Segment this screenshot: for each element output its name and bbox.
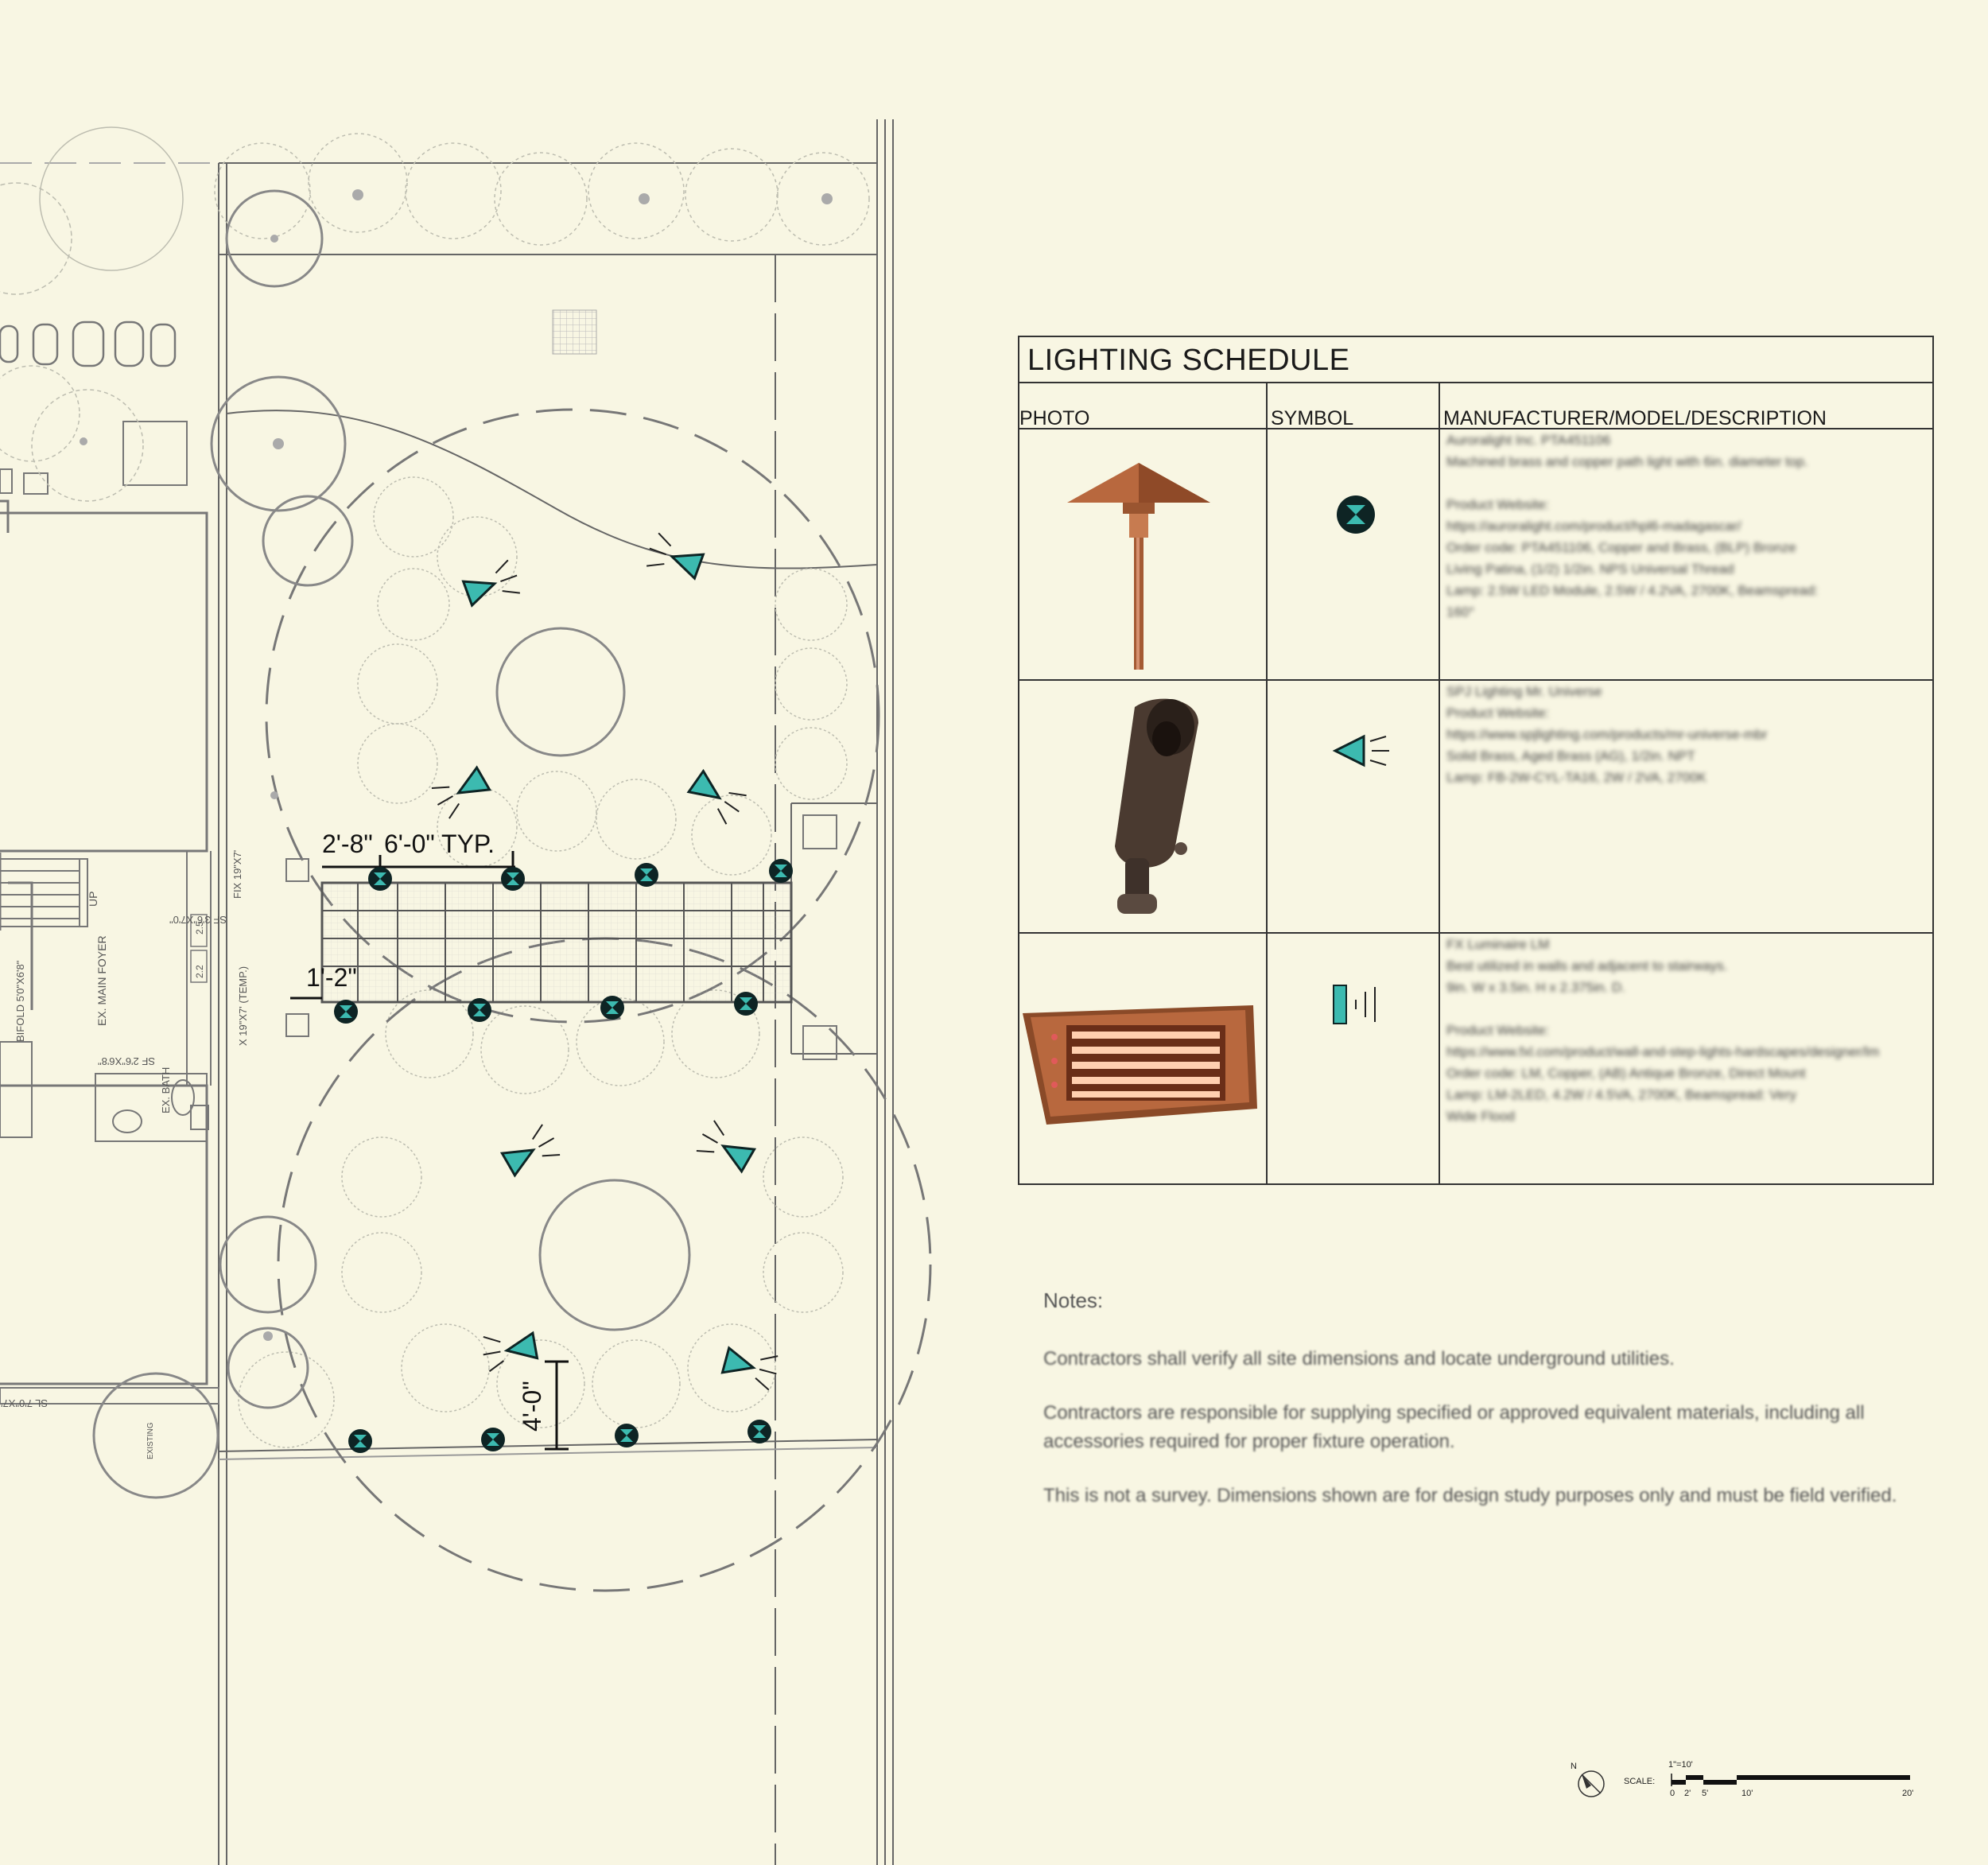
bronze-spotlight-icon (1115, 698, 1198, 914)
spotlight-fixture (686, 768, 747, 825)
scale-bar: SCALE: 1"=10' 0 2' 5' 10' 20' (1624, 1760, 1913, 1798)
table-rule (1019, 932, 1932, 934)
column-header-symbol: SYMBOL (1271, 407, 1354, 429)
grate (552, 309, 597, 355)
copper-step-light-icon (1023, 1005, 1257, 1125)
label-bifold: BIFOLD 5'0"X6'8" (14, 960, 26, 1042)
scale-tick: 5' (1702, 1789, 1708, 1798)
site-plan: 2'-8" 6'-0" TYP. 1'-2" 4'-0" UP EX. MAIN… (0, 119, 932, 1865)
scale-label: SCALE: (1624, 1777, 1655, 1786)
scale-ratio: 1"=10' (1668, 1760, 1693, 1770)
stepping-stones (0, 321, 177, 367)
scale-tick: 20' (1902, 1789, 1913, 1798)
row1-description: Auroralight Inc. PTA451106 Machined bras… (1446, 433, 1819, 620)
label-main-foyer: EX. MAIN FOYER (95, 935, 108, 1026)
label-2-2: 2.2 (194, 965, 205, 978)
table-rule (1266, 382, 1268, 1183)
scale-tick: 2' (1684, 1789, 1691, 1798)
path-light-fixture (734, 992, 758, 1016)
note-item: Contractors are responsible for supplyin… (1043, 1402, 1865, 1452)
path-light-fixture (769, 859, 793, 883)
path-light-fixture (348, 1429, 372, 1453)
note-item: Contractors shall verify all site dimens… (1043, 1348, 1675, 1370)
scale-tick: 10' (1741, 1789, 1753, 1798)
north-arrow-icon: N (1571, 1762, 1605, 1797)
path-light-fixture (334, 1000, 358, 1024)
label-fix: FIX 19"X7' (231, 850, 243, 899)
note-item: This is not a survey. Dimensions shown a… (1043, 1485, 1897, 1506)
label-sl: SL 7'0"X7' (1, 1397, 48, 1409)
row2-description: SPJ Lighting Mr. Universe Product Websit… (1446, 684, 1768, 785)
spotlight-fixture (483, 1331, 539, 1373)
table-rule (1439, 382, 1440, 1183)
path-light-fixture (747, 1420, 771, 1443)
path-light-fixture (368, 867, 392, 891)
label-up: UP (87, 892, 99, 907)
step-light-symbol-icon (1333, 985, 1376, 1024)
path-light-fixture (468, 998, 491, 1022)
schedule-title: LIGHTING SCHEDULE (1027, 344, 1350, 377)
stairs (0, 858, 80, 927)
notes-title: Notes: (1043, 1288, 1104, 1312)
label-sf1: SF 3'6"X7'0" (169, 914, 227, 926)
label-existing: EXISTING (146, 1422, 155, 1459)
spotlight-fixtures (431, 532, 779, 1391)
path-light-fixtures (334, 859, 793, 1453)
column-header-description: MANUFACTURER/MODEL/DESCRIPTION (1443, 407, 1827, 429)
label-2-5: 2.5 (194, 921, 205, 934)
spotlight-fixture (461, 559, 520, 608)
spotlight-fixture (720, 1346, 779, 1391)
path-light-fixture (635, 863, 658, 887)
tree-centers (80, 189, 833, 1341)
path-light-fixture (600, 996, 624, 1020)
scale-tick: 0 (1670, 1789, 1675, 1798)
notes-section: Notes: Contractors shall verify all site… (1043, 1288, 1958, 1536)
dimension-1ft2in: 1'-2" (306, 963, 357, 992)
dimension-4ft: 4'-0" (518, 1381, 546, 1432)
dimension-6ft-typ: 6'-0" TYP. (384, 830, 495, 858)
label-ex-bath: EX. BATH (160, 1067, 172, 1113)
existing-trees (92, 189, 691, 1499)
spotlight-fixture (499, 1124, 561, 1178)
north-label: N (1571, 1762, 1577, 1771)
spotlight-fixture (696, 1120, 757, 1174)
table-rule (1019, 382, 1932, 383)
copper-path-light-icon (1067, 463, 1210, 670)
dimension-2ft8in: 2'-8" (322, 830, 373, 858)
property-lines (0, 119, 894, 1865)
label-temp: X 19"X7' (TEMP.) (237, 966, 249, 1046)
paver-walkway (320, 881, 793, 1004)
path-light-fixture (615, 1424, 639, 1447)
path-light-symbol-icon (1337, 495, 1375, 534)
spotlight-fixture (646, 532, 705, 581)
column-header-photo: PHOTO (1019, 407, 1090, 429)
table-rule (1019, 428, 1932, 429)
row3-description: FX Luminaire LM Best utilized in walls a… (1446, 937, 1880, 1124)
lighting-schedule-table: LIGHTING SCHEDULE PHOTO SYMBOL MANUFACTU… (1018, 336, 1934, 1185)
table-rule (1019, 679, 1932, 681)
path-light-fixture (481, 1428, 505, 1451)
label-sf2: SF 2'6"X6'8" (98, 1055, 155, 1067)
path-light-fixture (501, 867, 525, 891)
spotlight-symbol-icon (1332, 734, 1389, 767)
spotlight-fixture (431, 765, 492, 819)
